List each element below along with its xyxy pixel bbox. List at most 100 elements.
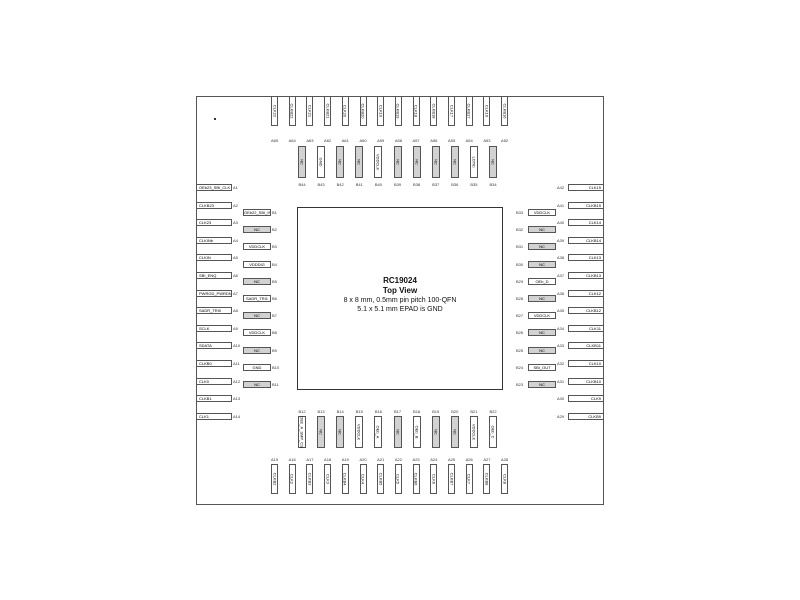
pin-number: B11 [272,382,279,387]
pin-label: NC [452,159,458,165]
pin-number: A16 [288,457,296,462]
pin-number: B7 [272,313,277,319]
pin-number: A27 [483,457,491,462]
pin-label: VDDCLK [375,153,381,171]
pin-label: CLKB22 [289,103,295,119]
pin-number: A40 [557,220,565,226]
pin-label: CLKB5 [378,472,384,486]
pin-label: CLKB17 [466,103,472,119]
top-outer-pin-a55: CLK17 [448,96,455,126]
view-label: Top View [382,286,418,295]
pin-number: B41 [355,182,363,187]
pin-number: B37 [432,182,440,187]
bottom-inner-pin-b18: OEb_B [412,416,421,448]
pin-number: B5 [272,278,277,284]
bottom-outer-pin-a19: CLKB4 [341,464,349,494]
pin-number: A5 [233,255,238,261]
pin-number: A38 [557,255,565,261]
top-inner-pin-b41: NC [355,146,364,178]
pin-number: B17 [393,409,402,414]
pin-number: B6 [272,296,277,301]
top-outer-pin-a54: CLKB17 [465,96,473,126]
pin-label: OEb_A_SMP_CS [299,416,305,448]
pin-number: A19 [341,457,349,462]
pin-number: B8 [272,330,277,336]
pin-label: NC [337,429,343,435]
top-inner-pin-b44: NC [298,146,306,178]
pin-label: NC [356,159,362,165]
right-outer-pin-a30: CLK9 [568,395,604,403]
bottom-outer-pin-a15: CLKB2 [271,464,278,494]
pin-number: A61 [341,138,349,143]
left-outer-pin-a4: CLKINb [196,236,232,244]
pin-label: CLKB8 [484,472,490,486]
left-outer-pin-a12: CLK0 [196,377,232,385]
pin-number: A39 [557,237,565,243]
left-inner-pin-b4: VDDDIG [243,260,271,268]
pin-number: B10 [272,364,280,370]
pin-number: A25 [447,457,456,462]
right-inner-pin-b26: NC [528,329,556,337]
left-outer-pin-a2: CLKB23 [196,201,232,209]
right-inner-pin-b32: NC [528,226,556,234]
pin-number: A41 [557,202,565,208]
pin-number: A64 [288,138,296,143]
pin-number: A63 [306,138,314,143]
pin-number: B43 [317,182,325,187]
top-inner-pin-b36: NC [450,146,459,178]
bottom-inner-pin-b12: OEb_A_SMP_CS [298,416,306,448]
pin-number: A18 [324,457,332,462]
pin-label: NC [433,429,439,435]
pin-number: A58 [394,138,402,143]
bottom-inner-pin-b19: NC [431,416,440,448]
pin-number: A23 [412,457,420,462]
pin-number: B31 [516,244,524,250]
left-inner-pin-b5: NC [243,277,271,285]
pin-number: A26 [465,457,473,462]
package-description: RC19024 Top View 8 x 8 mm, 0.5mm pin pit… [298,276,502,314]
top-inner-pin-b39: NC [393,146,402,178]
pin-number: A6 [233,273,238,278]
pin-label: CLK6 [431,473,437,485]
right-inner-pin-b25: NC [528,346,556,354]
top-inner-pin-b38: NC [412,146,421,178]
pin-number: A28 [501,457,509,462]
pin-label: CLKB7 [449,472,454,486]
top-outer-pin-a52: CLKB16 [501,96,509,126]
pin-number: A33 [557,343,565,349]
bottom-inner-pin-b22: OEb_C [489,416,497,448]
right-outer-pin-a34: CLK11 [568,324,604,332]
top-outer-pin-a63: CLK21 [306,96,314,126]
pin-number: B18 [413,409,421,414]
bottom-outer-pin-a28: CLK8 [501,464,509,494]
pin-number: B25 [516,347,524,353]
right-outer-pin-a38: CLK13 [568,254,604,262]
pin-number: B20 [451,409,459,414]
pin-number: A60 [359,138,367,143]
pin-number: B23 [516,382,524,387]
pin-number: B3 [272,244,277,250]
pin-label: LOTIb [471,156,477,168]
right-inner-pin-b23: NC [528,381,556,388]
bottom-outer-pin-a17: CLKB3 [306,464,314,494]
part-number: RC19024 [383,276,417,285]
pin-number: A36 [557,290,565,296]
right-inner-pin-b33: VDDCLK [528,209,556,216]
pin-number: B35 [470,182,478,187]
left-inner-pin-b11: NC [243,381,271,388]
pin-number: B44 [298,182,306,187]
pin-number: A22 [394,457,402,462]
bottom-inner-pin-b21: VDDCLK [469,416,478,448]
pin-number: B32 [516,227,524,233]
pin-label: OEb_A [375,425,381,439]
left-outer-pin-a10: SDATA [196,342,232,350]
pin-number: A32 [557,361,565,366]
pin-number: B28 [516,296,524,301]
pin-number: A59 [377,138,385,143]
pin-number: B16 [374,409,382,414]
bottom-outer-pin-a25: CLKB7 [448,464,455,494]
bottom-inner-pin-b15: VDDCLK [355,416,364,448]
pin-label: CLK21 [307,104,313,118]
pin-label: GND [318,157,324,167]
pin-number: B38 [413,182,421,187]
